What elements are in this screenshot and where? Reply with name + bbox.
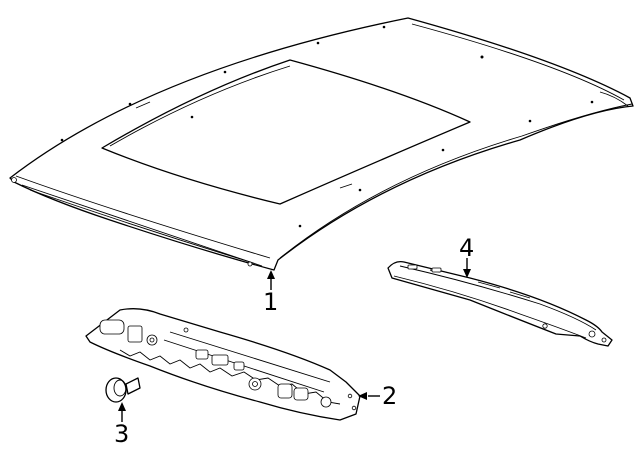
roof-panel — [9, 17, 634, 271]
callout-1: 1 — [263, 270, 278, 316]
callout-3-label: 3 — [114, 420, 129, 448]
callout-4-label: 4 — [459, 234, 474, 262]
callout-4: 4 — [459, 234, 474, 278]
callout-2: 2 — [358, 382, 397, 410]
callout-2-label: 2 — [382, 382, 397, 410]
push-pin-fastener — [105, 377, 141, 403]
front-header-reinforcement — [85, 308, 361, 421]
callout-1-label: 1 — [263, 288, 278, 316]
rear-roof-bow — [387, 260, 613, 347]
callout-3: 3 — [114, 402, 129, 448]
